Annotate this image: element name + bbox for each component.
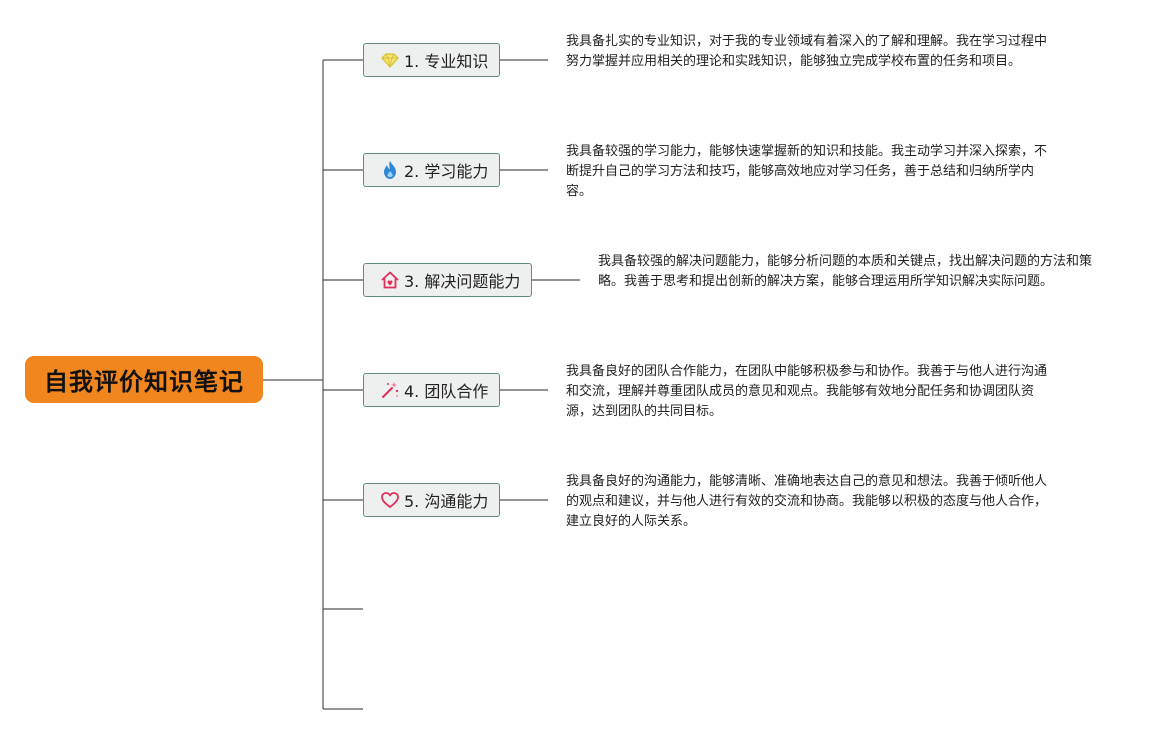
house-icon xyxy=(380,270,400,290)
topic-note-5: 我具备良好的沟通能力，能够清晰、准确地表达自己的意见和想法。我善于倾听他人的观点… xyxy=(566,474,1048,529)
topic-label: 3. 解决问题能力 xyxy=(404,272,521,291)
magic-wand-icon xyxy=(380,380,400,400)
heart-icon xyxy=(380,490,400,510)
topic-note-2: 我具备较强的学习能力，能够快速掌握新的知识和技能。我主动学习并深入探索，不断提升… xyxy=(566,144,1048,199)
topic-professional-knowledge[interactable]: 1. 专业知识 xyxy=(363,43,500,77)
diamond-icon xyxy=(380,50,400,70)
root-title: 自我评价知识笔记 xyxy=(44,368,244,396)
topic-label: 1. 专业知识 xyxy=(404,52,489,71)
root-topic[interactable]: 自我评价知识笔记 xyxy=(25,356,263,403)
flame-icon xyxy=(380,160,400,180)
topic-teamwork[interactable]: 4. 团队合作 xyxy=(363,373,500,407)
topic-communication[interactable]: 5. 沟通能力 xyxy=(363,483,500,517)
topic-label: 5. 沟通能力 xyxy=(404,492,489,511)
topic-label: 2. 学习能力 xyxy=(404,162,489,181)
topic-label: 4. 团队合作 xyxy=(404,382,489,401)
topic-learning-ability[interactable]: 2. 学习能力 xyxy=(363,153,500,187)
topic-note-3: 我具备较强的解决问题能力，能够分析问题的本质和关键点，找出解决问题的方法和策略。… xyxy=(598,254,1093,289)
topic-note-1: 我具备扎实的专业知识，对于我的专业领域有着深入的了解和理解。我在学习过程中努力掌… xyxy=(566,34,1048,69)
topic-problem-solving[interactable]: 3. 解决问题能力 xyxy=(363,263,532,297)
topic-note-4: 我具备良好的团队合作能力，在团队中能够积极参与和协作。我善于与他人进行沟通和交流… xyxy=(566,364,1048,419)
